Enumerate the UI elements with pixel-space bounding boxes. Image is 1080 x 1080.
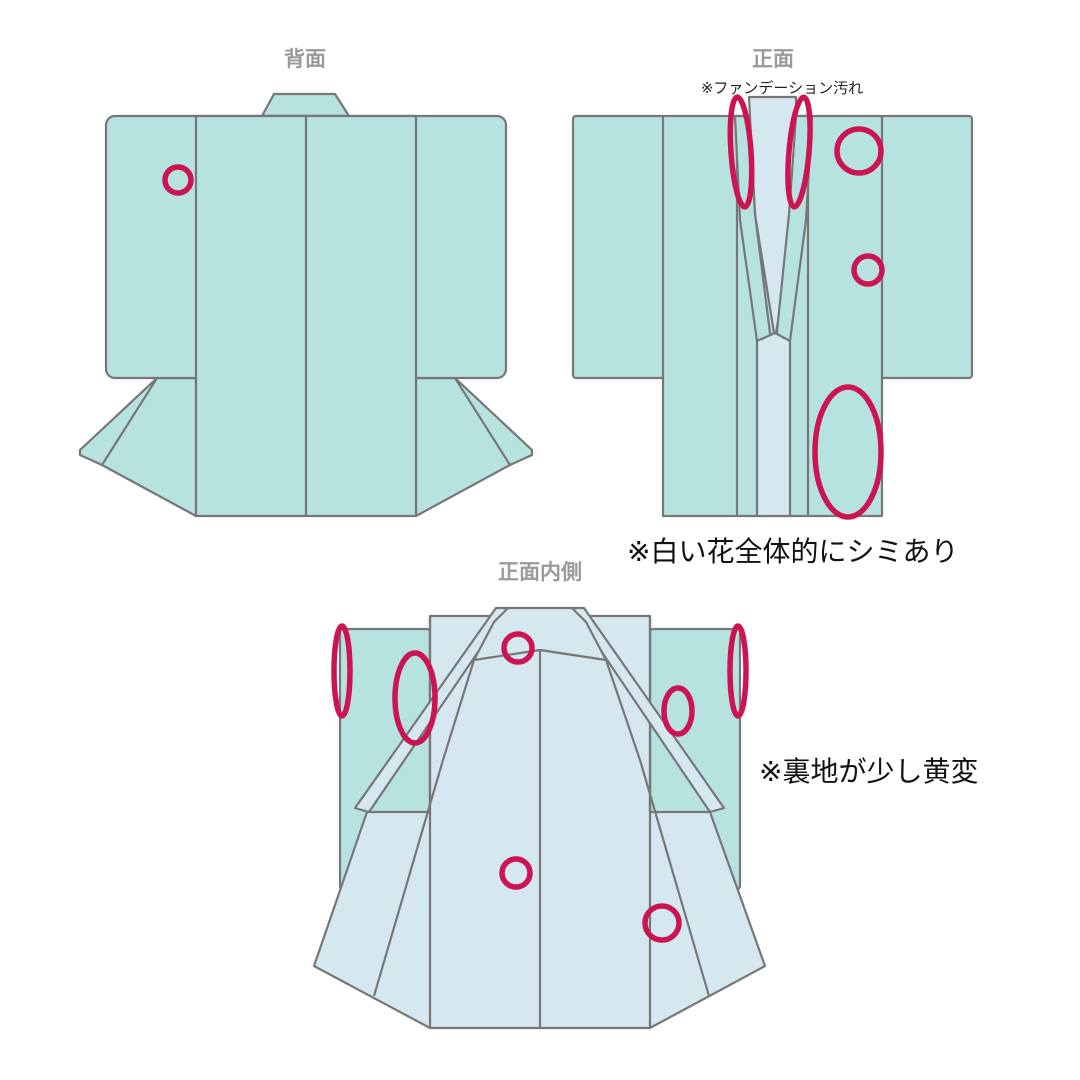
stain-marker — [785, 94, 813, 210]
stain-marker — [661, 685, 695, 737]
stain-marker — [331, 623, 353, 719]
back-right-gusset-seam — [454, 377, 511, 466]
front-right-sleeve — [878, 114, 974, 380]
stain-marker — [162, 164, 194, 196]
front-left-sleeve — [571, 114, 667, 380]
stain-marker — [392, 650, 438, 746]
lining-yellowing-note: ※裏地が少し黄変 — [759, 755, 978, 788]
back-collar — [260, 92, 351, 118]
foundation-stain-note: ※ファンデーション汚れ — [701, 79, 863, 97]
inside-left-gore-seam — [372, 759, 445, 997]
inside-view: 正面内側 ※裏地が少し黄変 — [312, 560, 978, 1030]
white-flower-stain-note: ※白い花全体的にシミあり — [627, 535, 958, 568]
inside-view-label: 正面内側 — [498, 560, 582, 584]
back-left-gusset-seam — [101, 377, 158, 466]
stain-marker — [501, 631, 535, 665]
stain-marker — [727, 623, 749, 719]
back-view: 背面 — [78, 47, 534, 518]
stain-marker — [727, 94, 755, 210]
front-view: 正面 ※ファンデーション汚れ ※白い花全体的にシミあり — [571, 47, 974, 568]
stain-marker — [812, 384, 884, 520]
inside-right-lapel-seam — [604, 659, 642, 761]
inside-right-collar — [570, 606, 726, 814]
stain-marker — [642, 903, 682, 943]
back-left-gusset — [78, 376, 198, 518]
inside-left-collar — [353, 606, 510, 814]
inside-right-gore-seam — [638, 759, 711, 997]
stain-marker — [834, 126, 884, 176]
inside-neck-collar — [472, 606, 608, 662]
inside-left-lapel-seam — [441, 659, 476, 761]
back-view-label: 背面 — [284, 47, 326, 71]
back-right-gusset — [414, 376, 534, 518]
front-center-strip — [755, 331, 792, 518]
stain-marker — [499, 856, 533, 890]
front-view-label: 正面 — [752, 47, 794, 71]
stain-marker — [851, 253, 885, 287]
